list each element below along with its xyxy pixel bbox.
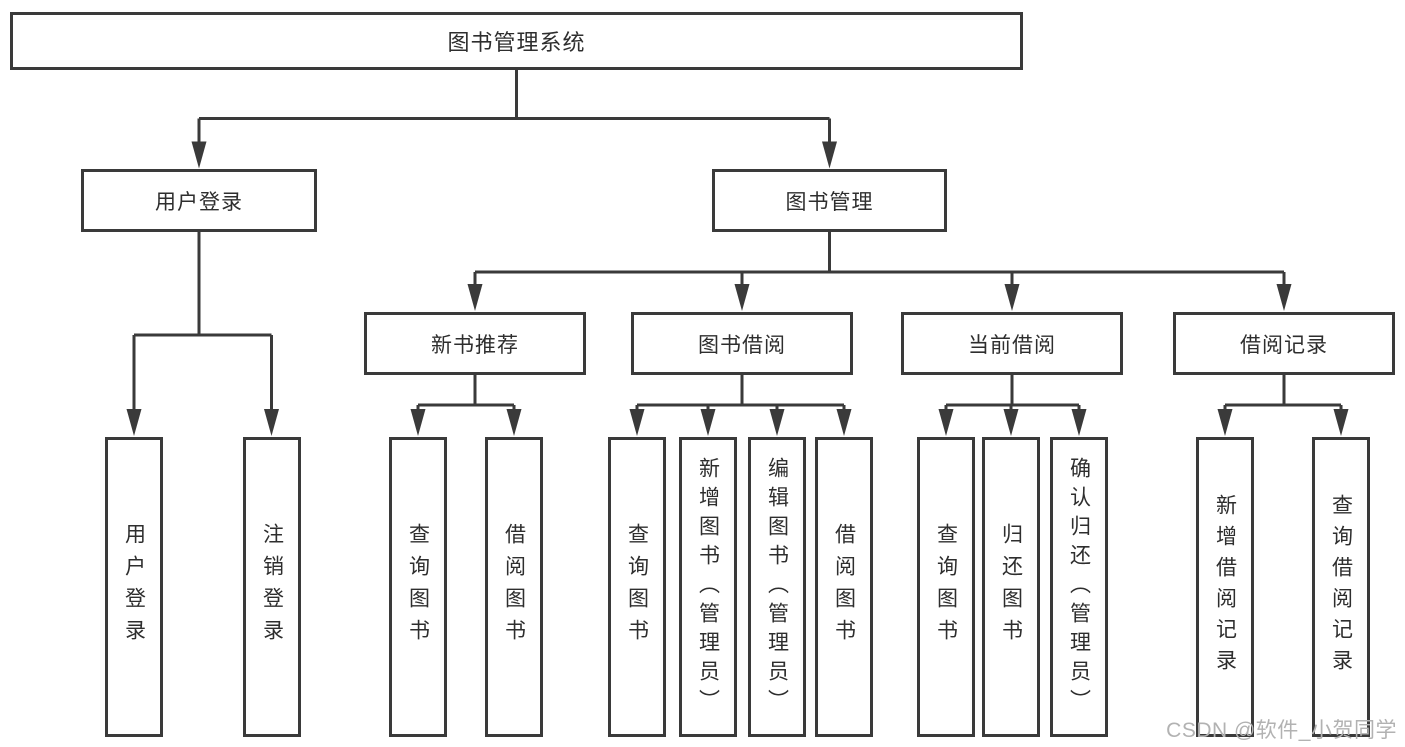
- connector-currentborrow-to-leaves: [944, 375, 1081, 415]
- arrowhead: [1004, 284, 1020, 311]
- arrowhead: [734, 284, 750, 311]
- connector-newbook-to-leaves: [416, 375, 516, 415]
- node-new-book-recommendation: 新书推荐: [364, 312, 586, 375]
- node-current-borrowing: 当前借阅: [901, 312, 1123, 375]
- node-label: 图书借阅: [698, 333, 786, 357]
- arrowhead: [700, 409, 716, 436]
- arrowhead: [1333, 409, 1349, 436]
- arrowhead: [264, 409, 279, 436]
- leaf-add-borrow-record: 新增借阅记录: [1196, 437, 1254, 737]
- arrowhead: [506, 409, 522, 436]
- connector-borrowrecords-to-leaves: [1223, 375, 1343, 415]
- leaf-return-books: 归还图书: [982, 437, 1040, 737]
- leaf-label: 确认归还（管理员）: [1067, 456, 1091, 718]
- leaf-edit-book-admin: 编辑图书（管理员）: [748, 437, 806, 737]
- arrowhead: [1217, 409, 1233, 436]
- leaf-borrow-books-2: 借阅图书: [815, 437, 873, 737]
- arrowhead: [1003, 409, 1019, 436]
- leaf-label: 新增借阅记录: [1213, 494, 1237, 680]
- csdn-watermark: CSDN @软件_小贺同学: [1166, 719, 1397, 742]
- arrowhead: [467, 284, 483, 311]
- arrowhead: [126, 409, 142, 436]
- connector-bookmgmt-to-level3: [473, 232, 1286, 290]
- arrowhead: [938, 409, 954, 436]
- node-library-management-system: 图书管理系统: [10, 12, 1023, 70]
- leaf-label: 查询借阅记录: [1329, 494, 1353, 680]
- connector-root-to-level2: [197, 70, 831, 147]
- leaf-label: 用户登录: [122, 523, 146, 651]
- node-label: 新书推荐: [431, 333, 519, 357]
- node-label: 图书管理: [785, 190, 874, 214]
- connector-bookborrow-to-leaves: [635, 375, 846, 415]
- leaf-query-books-1: 查询图书: [389, 437, 447, 737]
- leaf-label: 查询图书: [406, 523, 430, 651]
- leaf-label: 注销登录: [260, 523, 284, 651]
- arrowhead: [191, 141, 207, 169]
- node-label: 当前借阅: [968, 333, 1056, 357]
- leaf-user-login: 用户登录: [105, 437, 163, 737]
- leaf-query-books-2: 查询图书: [608, 437, 666, 737]
- node-user-login: 用户登录: [81, 169, 317, 232]
- node-label: 用户登录: [155, 190, 243, 214]
- leaf-label: 编辑图书（管理员）: [765, 456, 789, 718]
- leaf-label: 新增图书（管理员）: [696, 456, 720, 718]
- arrowhead: [822, 141, 837, 169]
- connector-userlogin-to-leaves: [132, 232, 273, 415]
- leaf-label: 查询图书: [625, 523, 649, 651]
- leaf-query-borrow-record: 查询借阅记录: [1312, 437, 1370, 737]
- arrowhead: [410, 409, 426, 436]
- arrowhead: [769, 409, 785, 436]
- leaf-confirm-return-admin: 确认归还（管理员）: [1050, 437, 1108, 737]
- node-borrowing-records: 借阅记录: [1173, 312, 1395, 375]
- arrowhead: [1071, 409, 1087, 436]
- node-book-borrowing: 图书借阅: [631, 312, 853, 375]
- node-label: 借阅记录: [1240, 333, 1328, 357]
- node-label: 图书管理系统: [447, 30, 586, 55]
- leaf-label: 归还图书: [999, 523, 1023, 651]
- leaf-add-book-admin: 新增图书（管理员）: [679, 437, 737, 737]
- leaf-label: 查询图书: [934, 523, 958, 651]
- arrowhead: [836, 409, 852, 436]
- arrowhead: [1276, 284, 1292, 311]
- leaf-label: 借阅图书: [832, 523, 856, 651]
- leaf-query-books-3: 查询图书: [917, 437, 975, 737]
- arrowhead: [629, 409, 645, 436]
- leaf-borrow-books-1: 借阅图书: [485, 437, 543, 737]
- leaf-logout: 注销登录: [243, 437, 301, 737]
- leaf-label: 借阅图书: [502, 523, 526, 651]
- node-book-management: 图书管理: [712, 169, 947, 232]
